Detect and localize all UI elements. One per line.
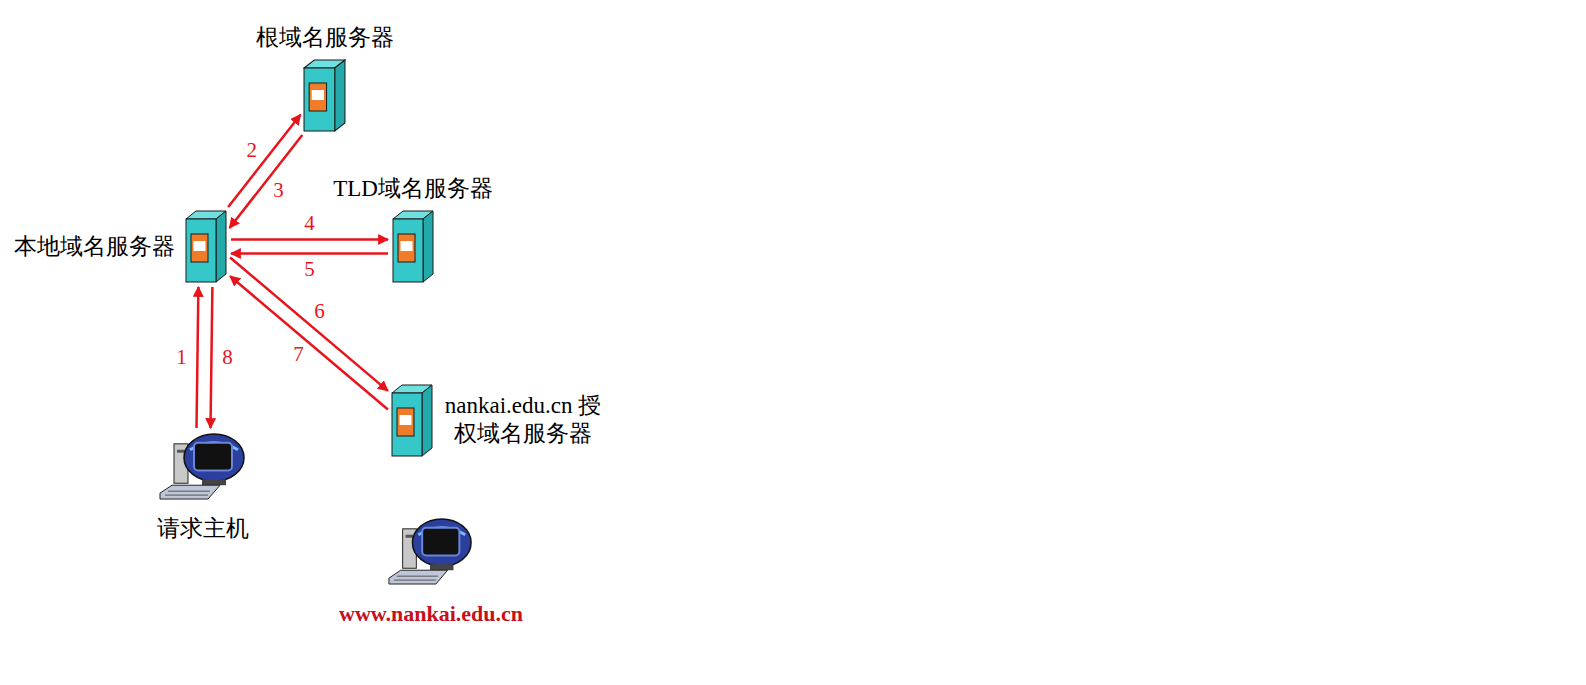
keyboard-keys bbox=[397, 576, 438, 577]
computer-icon bbox=[158, 432, 248, 501]
server-window bbox=[400, 415, 412, 425]
server-front bbox=[304, 68, 335, 131]
server-front bbox=[392, 393, 422, 456]
server-side bbox=[216, 211, 226, 282]
server-icon bbox=[391, 384, 433, 457]
node-label: www.nankai.edu.cn bbox=[339, 600, 523, 628]
node-label: 请求主机 bbox=[157, 515, 249, 544]
node-label: 本地域名服务器 bbox=[14, 232, 175, 261]
step-number: 5 bbox=[302, 258, 317, 281]
step-number: 4 bbox=[302, 212, 317, 235]
server-side bbox=[335, 60, 345, 131]
root-server: 根域名服务器 bbox=[303, 59, 346, 132]
server-window bbox=[401, 241, 413, 251]
request-host: 请求主机 bbox=[158, 432, 248, 501]
query-arrow bbox=[228, 115, 300, 207]
keyboard-keys bbox=[165, 495, 208, 496]
server-side bbox=[423, 211, 433, 282]
computer-screen bbox=[194, 443, 232, 471]
query-arrow bbox=[231, 238, 388, 241]
computer-stand bbox=[202, 479, 226, 485]
query-arrow bbox=[230, 135, 303, 228]
server-panel bbox=[397, 408, 414, 436]
query-arrow bbox=[211, 287, 213, 428]
tld-server: TLD域名服务器 bbox=[392, 210, 434, 283]
keyboard-keys bbox=[168, 491, 210, 492]
authoritative-server: nankai.edu.cn 授权域名服务器 bbox=[391, 384, 433, 457]
server-window bbox=[312, 90, 324, 100]
computer-drive bbox=[177, 450, 185, 453]
local-server: 本地域名服务器 bbox=[185, 210, 227, 283]
step-number: 8 bbox=[220, 346, 235, 369]
server-side bbox=[422, 385, 432, 456]
server-window bbox=[194, 241, 206, 251]
server-icon bbox=[392, 210, 434, 283]
node-label: 根域名服务器 bbox=[256, 24, 394, 53]
node-label: nankai.edu.cn 授权域名服务器 bbox=[439, 392, 607, 450]
server-panel bbox=[398, 234, 415, 262]
step-number: 7 bbox=[291, 343, 306, 366]
server-icon bbox=[185, 210, 227, 283]
query-arrow bbox=[197, 287, 199, 428]
step-number: 6 bbox=[312, 300, 327, 323]
query-arrow bbox=[230, 258, 388, 391]
computer-monitor bbox=[184, 434, 244, 481]
query-arrow bbox=[230, 276, 388, 409]
server-front bbox=[393, 219, 423, 282]
server-icon bbox=[303, 59, 346, 132]
computer-keyboard bbox=[160, 485, 220, 499]
computer-monitor bbox=[412, 519, 471, 566]
step-number: 3 bbox=[271, 180, 286, 203]
step-number: 2 bbox=[245, 139, 260, 162]
web-host: www.nankai.edu.cn bbox=[387, 517, 475, 586]
computer-stand bbox=[430, 564, 453, 570]
computer-screen bbox=[422, 528, 459, 556]
server-panel bbox=[309, 83, 326, 111]
computer-keyboard bbox=[389, 570, 448, 584]
computer-drive bbox=[406, 535, 414, 538]
server-front bbox=[186, 219, 216, 282]
computer-icon bbox=[387, 517, 475, 586]
node-label: TLD域名服务器 bbox=[333, 175, 493, 204]
step-number: 1 bbox=[174, 346, 189, 369]
server-panel bbox=[191, 234, 208, 262]
keyboard-keys bbox=[394, 580, 436, 581]
query-arrow bbox=[231, 252, 388, 255]
